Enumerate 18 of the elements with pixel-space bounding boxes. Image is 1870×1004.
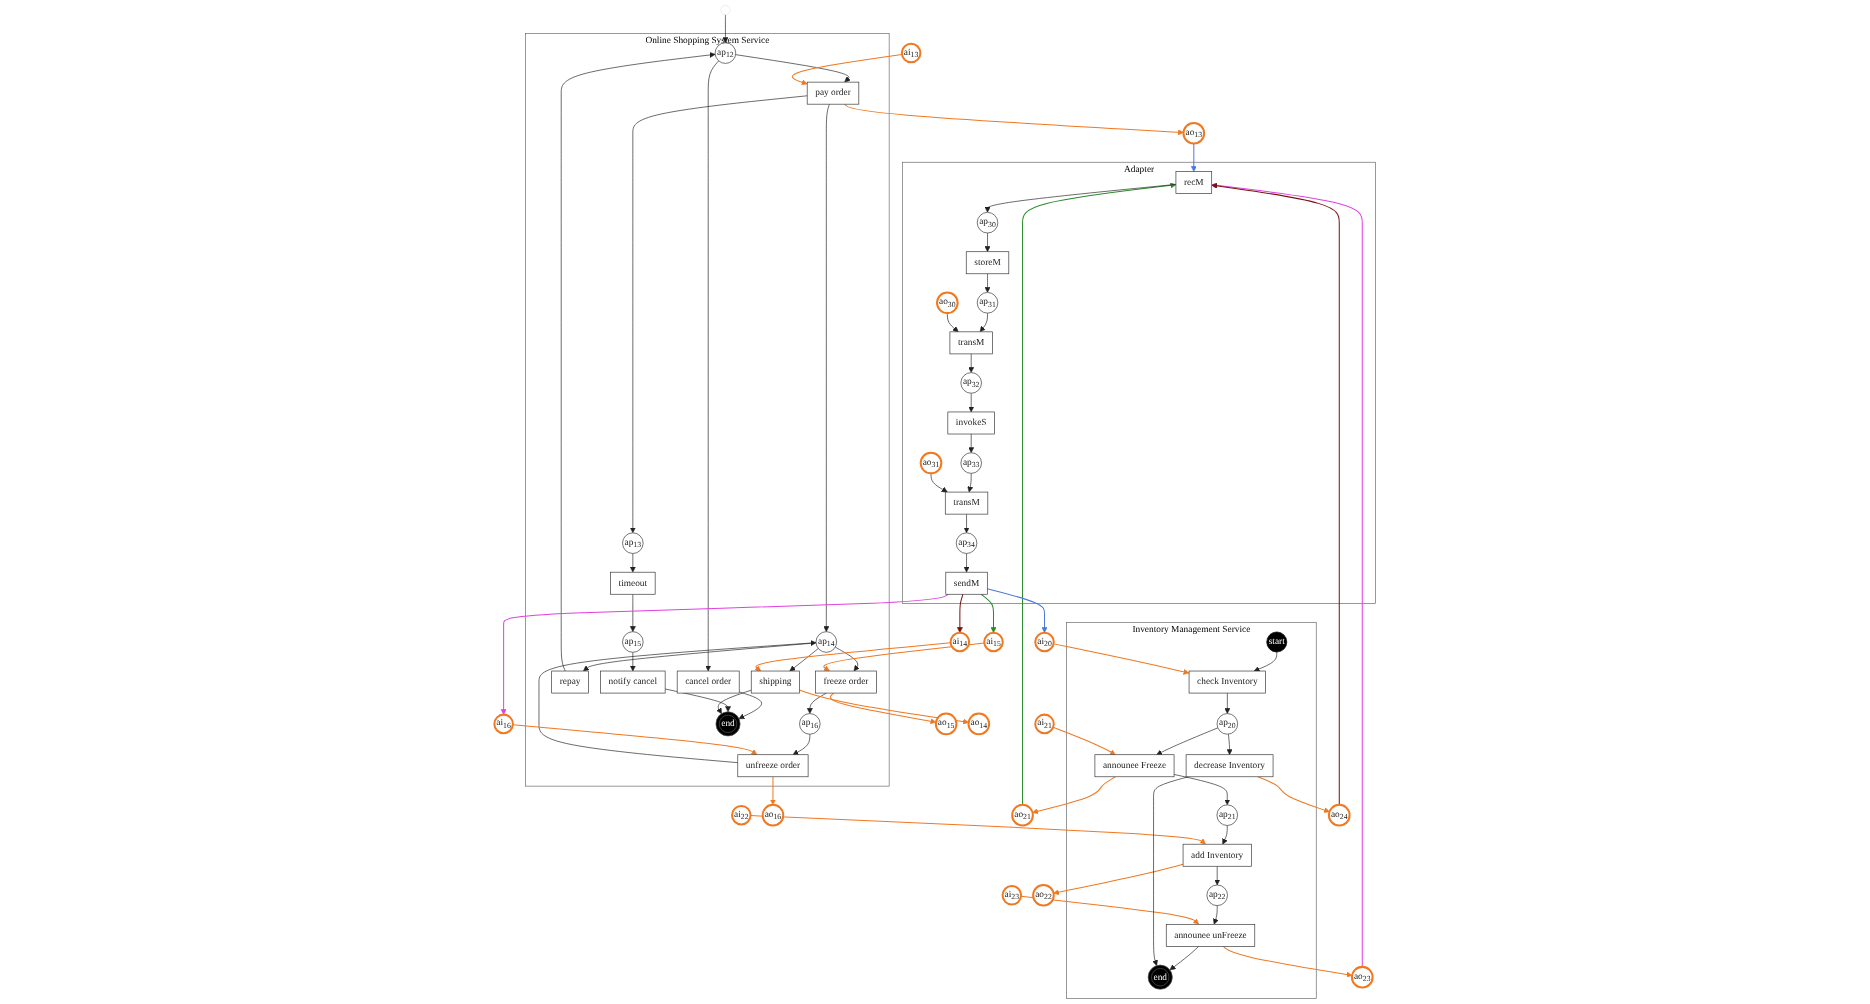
arrow bbox=[791, 53, 903, 86]
arrow bbox=[770, 776, 776, 806]
arrow bbox=[1053, 863, 1184, 896]
arrow bbox=[986, 588, 1048, 633]
arrow bbox=[956, 593, 964, 633]
arrow bbox=[1032, 776, 1116, 815]
arrow bbox=[980, 593, 997, 633]
arrow bbox=[844, 103, 1184, 136]
arrow bbox=[750, 815, 1206, 845]
arrow bbox=[1053, 643, 1190, 675]
arrow bbox=[1257, 776, 1330, 813]
arrow bbox=[1222, 945, 1353, 978]
arrow bbox=[512, 724, 758, 755]
arrow bbox=[829, 692, 937, 725]
arrow bbox=[1190, 143, 1197, 172]
arrow bbox=[1052, 726, 1116, 755]
arrow bbox=[1211, 182, 1340, 806]
arrow bbox=[1020, 895, 1199, 925]
